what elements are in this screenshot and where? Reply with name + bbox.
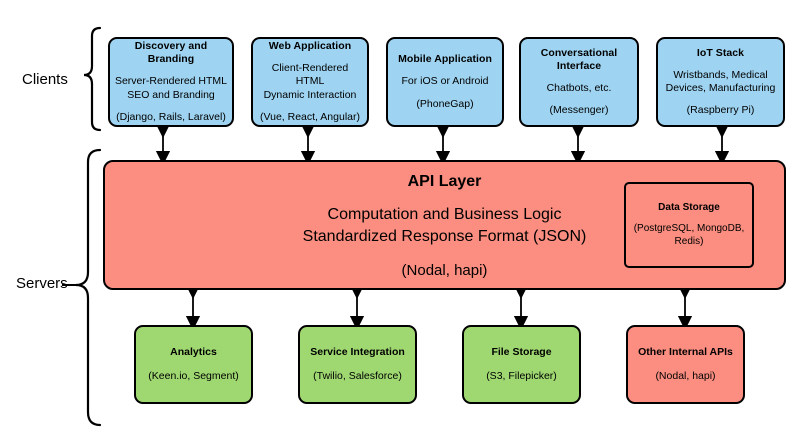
client-box-description: For iOS or Android [401, 75, 489, 88]
client-box-mobile-application[interactable]: Mobile Application For iOS or Android (P… [386, 37, 504, 127]
client-box-description: Wristbands, Medical Devices, Manufacturi… [665, 68, 776, 94]
api-service-arrows [185, 284, 693, 331]
client-box-title: IoT Stack [696, 46, 745, 59]
data-storage-title: Data Storage [658, 201, 720, 213]
service-box-file-storage[interactable]: File Storage (S3, Filepicker) [462, 325, 581, 404]
client-box-title: Discovery and Branding [134, 40, 208, 66]
client-box-description: Chatbots, etc. [546, 82, 612, 94]
clients-brace [83, 26, 102, 132]
client-box-title: Web Application [268, 40, 352, 53]
api-layer-tech: (Nodal, hapi) [401, 262, 488, 279]
client-box-title: Conversational Interface [540, 46, 618, 72]
client-box-web-application[interactable]: Web Application Client-Rendered HTML Dyn… [251, 37, 369, 127]
service-box-tech: (Nodal, hapi) [655, 370, 716, 382]
client-api-arrows [155, 123, 730, 166]
group-label-servers: Servers [16, 275, 68, 292]
client-box-tech: (Raspberry Pi) [686, 104, 755, 117]
service-box-title: Analytics [170, 345, 217, 358]
group-label-clients: Clients [22, 71, 68, 88]
service-box-tech: (Keen.io, Segment) [148, 370, 239, 382]
client-box-tech: (Django, Rails, Laravel) [116, 110, 226, 123]
client-box-conversational-interface[interactable]: Conversational Interface Chatbots, etc. … [519, 37, 639, 127]
servers-brace [75, 148, 102, 427]
api-layer-title: API Layer [407, 173, 482, 190]
service-box-tech: (Twilio, Salesforce) [313, 370, 402, 382]
service-box-analytics[interactable]: Analytics (Keen.io, Segment) [134, 325, 253, 404]
service-box-other-internal-apis[interactable]: Other Internal APIs (Nodal, hapi) [626, 325, 745, 404]
client-box-description: Server-Rendered HTML SEO and Branding [114, 75, 228, 101]
client-box-tech: (Vue, React, Angular) [260, 110, 360, 123]
service-box-tech: (S3, Filepicker) [486, 370, 557, 382]
service-box-title: Service Integration [310, 345, 405, 358]
client-box-tech: (Messenger) [549, 104, 609, 117]
data-storage-box[interactable]: Data Storage (PostgreSQL, MongoDB, Redis… [624, 182, 754, 268]
client-box-iot-stack[interactable]: IoT Stack Wristbands, Medical Devices, M… [656, 37, 785, 127]
data-storage-tech: (PostgreSQL, MongoDB, Redis) [633, 223, 745, 247]
client-box-discovery-and-branding[interactable]: Discovery and Branding Server-Rendered H… [108, 37, 234, 127]
service-box-title: Other Internal APIs [638, 345, 733, 358]
api-layer-description: Computation and Business Logic Standardi… [302, 206, 587, 245]
client-box-title: Mobile Application [398, 53, 492, 66]
service-box-title: File Storage [491, 345, 552, 358]
service-box-service-integration[interactable]: Service Integration (Twilio, Salesforce) [298, 325, 417, 404]
client-box-description: Client-Rendered HTML Dynamic Interaction [263, 62, 357, 101]
client-box-tech: (PhoneGap) [416, 97, 474, 110]
